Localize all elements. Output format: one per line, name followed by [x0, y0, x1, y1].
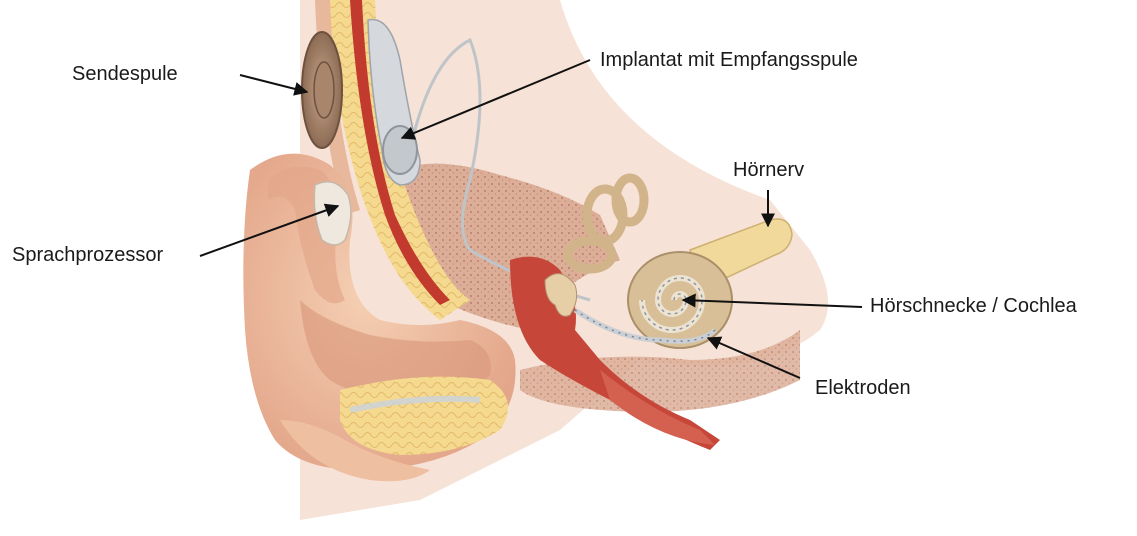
label-hoernerv: Hörnerv — [733, 160, 804, 180]
label-sprachprozessor: Sprachprozessor — [12, 245, 163, 265]
leader-sendespule — [240, 75, 307, 92]
cochlea — [628, 252, 732, 348]
label-sendespule: Sendespule — [72, 64, 178, 84]
label-implantat: Implantat mit Empfangsspule — [600, 50, 858, 70]
label-cochlea: Hörschnecke / Cochlea — [870, 296, 1077, 316]
label-elektroden: Elektroden — [815, 378, 911, 398]
